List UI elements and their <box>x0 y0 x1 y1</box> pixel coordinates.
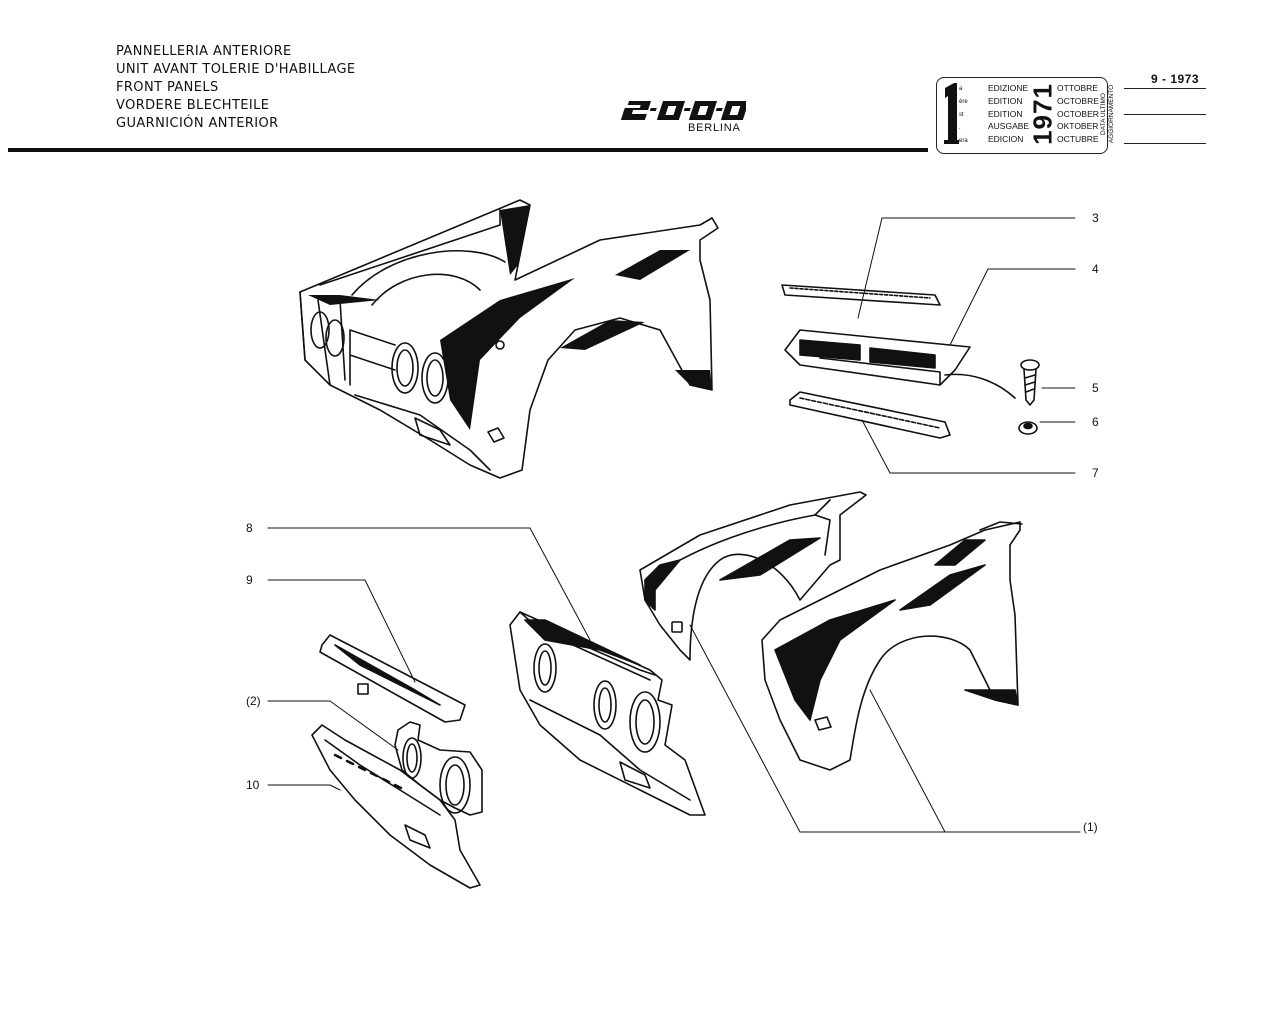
part-7-gasket <box>789 391 951 439</box>
edition-word: EDITION <box>988 95 1023 106</box>
part-8-headlamp-panel <box>509 611 706 816</box>
callout-2: (2) <box>246 694 261 708</box>
part-5-screw <box>1020 359 1040 406</box>
assembled-front-end-illustration <box>299 199 719 479</box>
edition-word: EDIZIONE <box>988 83 1029 93</box>
part-2-headlamp-bracket <box>394 721 483 816</box>
callout-4: 4 <box>1092 262 1099 276</box>
edition-number-glyph <box>944 83 959 144</box>
title-english: FRONT PANELS <box>116 80 219 95</box>
callout-1: (1) <box>1083 820 1098 834</box>
model-subtitle: BERLINA <box>688 122 741 134</box>
part-1-fender-left <box>639 491 867 661</box>
edition-month: OKTOBER <box>1057 121 1099 132</box>
edition-sup-2: ère <box>959 99 968 105</box>
leader-lines <box>267 217 1081 833</box>
callout-5: 5 <box>1092 381 1099 395</box>
edition-word: EDICION <box>988 134 1024 145</box>
edition-months: OTTOBRE OCTOBRE OCTOBER OKTOBER OCTUBRE <box>1057 82 1099 146</box>
callout-10: 10 <box>246 778 260 792</box>
part-10-lower-panel <box>311 724 481 889</box>
update-line-3 <box>1124 143 1206 144</box>
update-date: 9 - 1973 <box>1151 72 1200 86</box>
edition-month: OCTOBRE <box>1057 95 1099 106</box>
part-6-washer <box>1018 421 1038 435</box>
callout-9: 9 <box>246 573 253 587</box>
part-1-fender-right <box>761 521 1023 771</box>
callout-6: 6 <box>1092 415 1099 429</box>
edition-sup-1: a <box>959 86 963 92</box>
edition-month: OTTOBRE <box>1057 83 1098 93</box>
edition-words: EDIZIONE EDITION EDITION AUSGABE EDICION <box>988 82 1029 146</box>
edition-word: EDITION <box>988 108 1023 119</box>
edition-month: OCTUBRE <box>1057 134 1099 145</box>
title-german: VORDERE BLECHTEILE <box>116 98 270 113</box>
section-titles: PANNELLERIA ANTERIORE UNIT AVANT TOLERIE… <box>116 43 356 133</box>
edition-sup-4: . <box>959 125 961 131</box>
part-9-upper-grille <box>319 634 466 723</box>
title-french: UNIT AVANT TOLERIE D'HABILLAGE <box>116 62 356 77</box>
edition-word: AUSGABE <box>988 121 1030 132</box>
callout-8: 8 <box>246 521 253 535</box>
update-line-1 <box>1124 88 1206 89</box>
header-rule <box>8 148 928 152</box>
edition-month: OCTOBER <box>1057 108 1099 119</box>
model-logo <box>620 101 746 120</box>
title-italian: PANNELLERIA ANTERIORE <box>116 44 292 59</box>
edition-sup-5: era <box>959 138 968 144</box>
edition-sup-3: st <box>959 112 964 118</box>
update-line-2 <box>1124 114 1206 115</box>
part-4-vent-panel <box>784 329 1016 399</box>
part-3-seal-strip <box>781 284 941 306</box>
callout-7: 7 <box>1092 466 1099 480</box>
title-spanish: GUARNICIÓN ANTERIOR <box>116 116 279 131</box>
callout-3: 3 <box>1092 211 1099 225</box>
edition-box <box>936 77 1108 154</box>
